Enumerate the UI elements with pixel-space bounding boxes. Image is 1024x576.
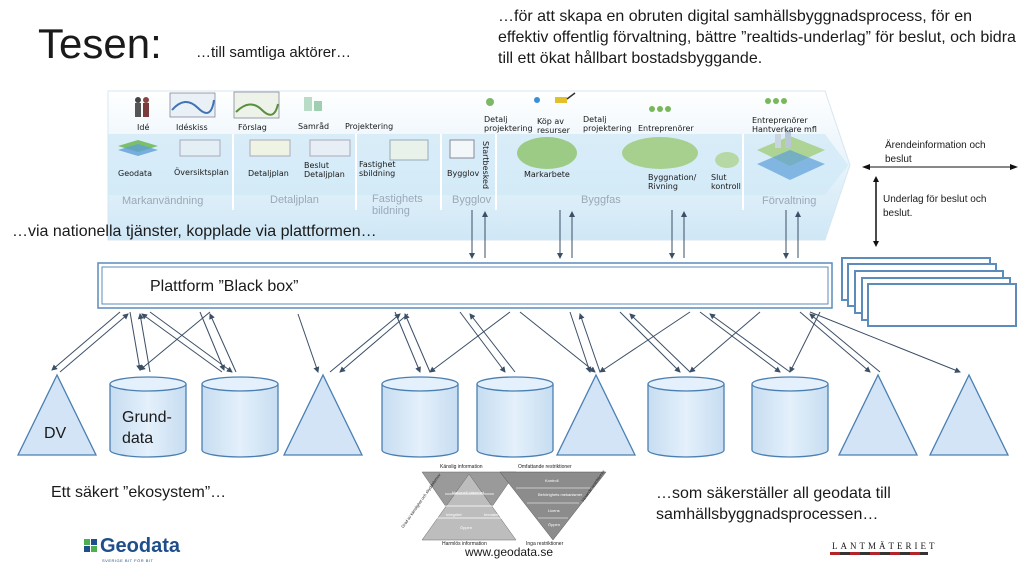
meeting-icon bbox=[135, 97, 149, 117]
process-label: Bygglov bbox=[447, 169, 480, 178]
process-label: Beslut Detaljplan bbox=[304, 161, 345, 179]
process-band bbox=[107, 90, 851, 241]
lantmateriet-logo-bar bbox=[830, 552, 928, 555]
restriction-pyramid bbox=[499, 471, 607, 541]
process-label: Översiktsplan bbox=[174, 168, 229, 177]
case-info-label: Ärendeinformation och beslut bbox=[885, 140, 986, 165]
ecosystem-text: Ett säkert ”ekosystem”… bbox=[51, 484, 227, 501]
geodata-text: …som säkerställer all geodata till samhä… bbox=[656, 485, 891, 523]
pyramid-label: Känslig information bbox=[440, 464, 483, 470]
pyramid-level: Integritet bbox=[446, 512, 462, 517]
process-label: Slut kontroll bbox=[711, 173, 741, 191]
pyramid-level: Immateriell rätt bbox=[484, 512, 511, 517]
platform-box bbox=[97, 262, 833, 309]
stacked-documents bbox=[841, 257, 1017, 327]
process-label: Fastighet sbildning bbox=[359, 160, 396, 178]
process-label: Projektering bbox=[345, 122, 394, 131]
pyramid-label: Omfattande restriktioner bbox=[518, 464, 572, 470]
excavator-icon bbox=[486, 92, 576, 106]
lantmateriet-logo: LANTMÄTERIET bbox=[832, 541, 938, 551]
service-triangles bbox=[16, 373, 1010, 456]
sketch-map-icon bbox=[169, 92, 216, 118]
grunddata-label: Grund- data bbox=[122, 409, 172, 447]
band-platform-arrows bbox=[469, 210, 801, 259]
phase-label: Detaljplan bbox=[270, 194, 319, 206]
geodata-logo-mark bbox=[84, 539, 97, 552]
services-text: …via nationella tjänster, kopplade via p… bbox=[12, 223, 377, 240]
proposal-map-icon bbox=[233, 91, 280, 119]
actors-text: …till samtliga aktörer… bbox=[196, 44, 352, 61]
pyramid-label: Inga restriktioner bbox=[526, 541, 564, 547]
service-cylinders bbox=[109, 376, 829, 458]
process-label: Köp av resurser bbox=[537, 117, 570, 135]
process-label: Entreprenörer bbox=[638, 124, 694, 133]
pyramid-level: Öppen bbox=[460, 525, 473, 530]
pyramid-label: Harmlös information bbox=[442, 541, 487, 547]
process-label: Entreprenörer Hantverkare mfl bbox=[752, 116, 817, 134]
pyramid-level: Nationell säkerhet bbox=[452, 490, 485, 495]
pyramid-level: Öppen bbox=[548, 522, 561, 527]
platform-service-arrows bbox=[51, 311, 961, 373]
process-label: Förslag bbox=[238, 123, 267, 132]
security-pyramid bbox=[421, 471, 517, 541]
process-label: Idéskiss bbox=[176, 123, 208, 132]
city-model-icon bbox=[757, 130, 825, 180]
thesis-text: …för att skapa en obruten digital samhäl… bbox=[498, 8, 1016, 67]
process-label: Geodata bbox=[118, 169, 153, 178]
process-label: Startbesked bbox=[481, 141, 490, 190]
process-label: Detaljplan bbox=[248, 169, 289, 178]
phase-label: Förvaltning bbox=[762, 195, 817, 207]
process-label: Byggnation/ Rivning bbox=[648, 173, 697, 191]
right-info-arrows bbox=[862, 164, 1018, 247]
slide-title: Tesen: bbox=[38, 20, 162, 67]
consultation-icon bbox=[304, 97, 322, 111]
process-label: Markarbete bbox=[524, 170, 570, 179]
geodata-tagline: SVERIGE BIT FÖR BIT bbox=[102, 558, 154, 563]
geodata-logo: Geodata bbox=[100, 535, 181, 557]
decision-basis-label: Underlag för beslut och beslut. bbox=[883, 194, 987, 219]
website-url[interactable]: www.geodata.se bbox=[465, 545, 554, 559]
phase-label: Byggfas bbox=[581, 194, 621, 206]
construction-site-icon bbox=[179, 137, 739, 169]
process-label: Detalj projektering bbox=[583, 115, 632, 133]
phase-label: Fastighets bildning bbox=[372, 193, 423, 217]
people-icon bbox=[649, 98, 787, 112]
pyramid-level: Behörighets mekanismer bbox=[538, 492, 583, 497]
process-label: Detalj projektering bbox=[484, 115, 533, 133]
pyramid-level: Kontroll bbox=[545, 478, 559, 483]
geodata-stack-icon bbox=[118, 140, 158, 156]
dv-label: DV bbox=[44, 425, 67, 442]
platform-label: Plattform ”Black box” bbox=[150, 278, 299, 295]
process-label: Idé bbox=[137, 123, 150, 132]
phase-label: Markanvändning bbox=[122, 195, 204, 207]
phase-label: Bygglov bbox=[452, 194, 492, 206]
pyramid-level: Licens bbox=[548, 508, 560, 513]
process-label: Samråd bbox=[298, 122, 330, 131]
